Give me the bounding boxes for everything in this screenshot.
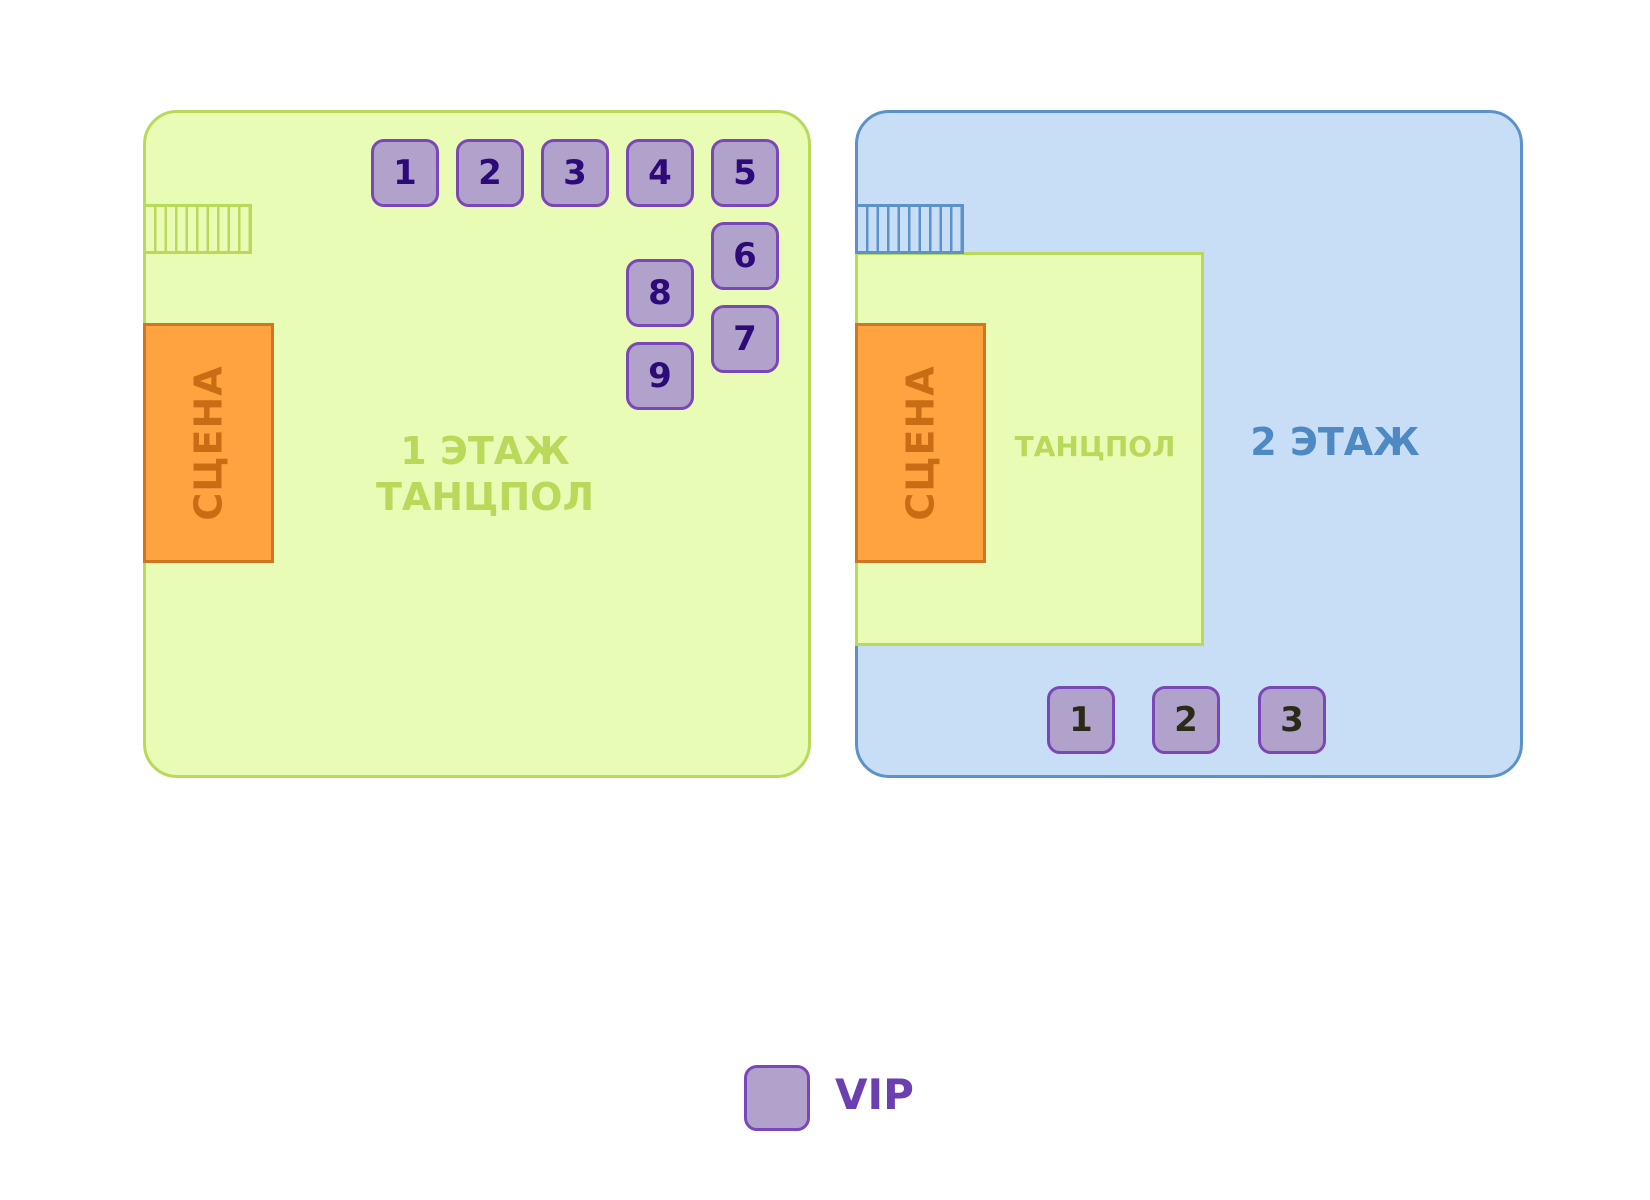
floor-1-vip-table-8[interactable]: 8 [626,259,694,327]
floor-1-stage: СЦЕНА [143,323,274,563]
floor-2-stage: СЦЕНА [855,323,986,563]
floor-2-stage-label: СЦЕНА [898,365,943,521]
floor-2-dancefloor-label: ТАНЦПОЛ [1014,430,1176,463]
floor-1-vip-table-6[interactable]: 6 [711,222,779,290]
legend-vip-swatch [744,1065,810,1131]
floor-1-vip-table-5[interactable]: 5 [711,139,779,207]
floor-1-vip-table-4[interactable]: 4 [626,139,694,207]
floor-1-vip-table-9[interactable]: 9 [626,342,694,410]
floor-1-label: 1 ЭТАЖ ТАНЦПОЛ [360,428,610,520]
floor-1-stairs [143,204,252,254]
floor-1-title: 1 ЭТАЖ [400,429,570,473]
floor-1-dancefloor-title: ТАНЦПОЛ [375,475,595,519]
floor-1-vip-table-3[interactable]: 3 [541,139,609,207]
floor-1-vip-table-7[interactable]: 7 [711,305,779,373]
floor-2-stairs [855,204,964,254]
floor-2-vip-table-2[interactable]: 2 [1152,686,1220,754]
floor-1-vip-table-1[interactable]: 1 [371,139,439,207]
floor-2-vip-table-1[interactable]: 1 [1047,686,1115,754]
floor-1-stage-label: СЦЕНА [186,365,231,521]
floor-1-vip-table-2[interactable]: 2 [456,139,524,207]
floor-2-vip-table-3[interactable]: 3 [1258,686,1326,754]
floor-2-label: 2 ЭТАЖ [1250,420,1420,464]
legend-vip-label: VIP [835,1070,914,1119]
